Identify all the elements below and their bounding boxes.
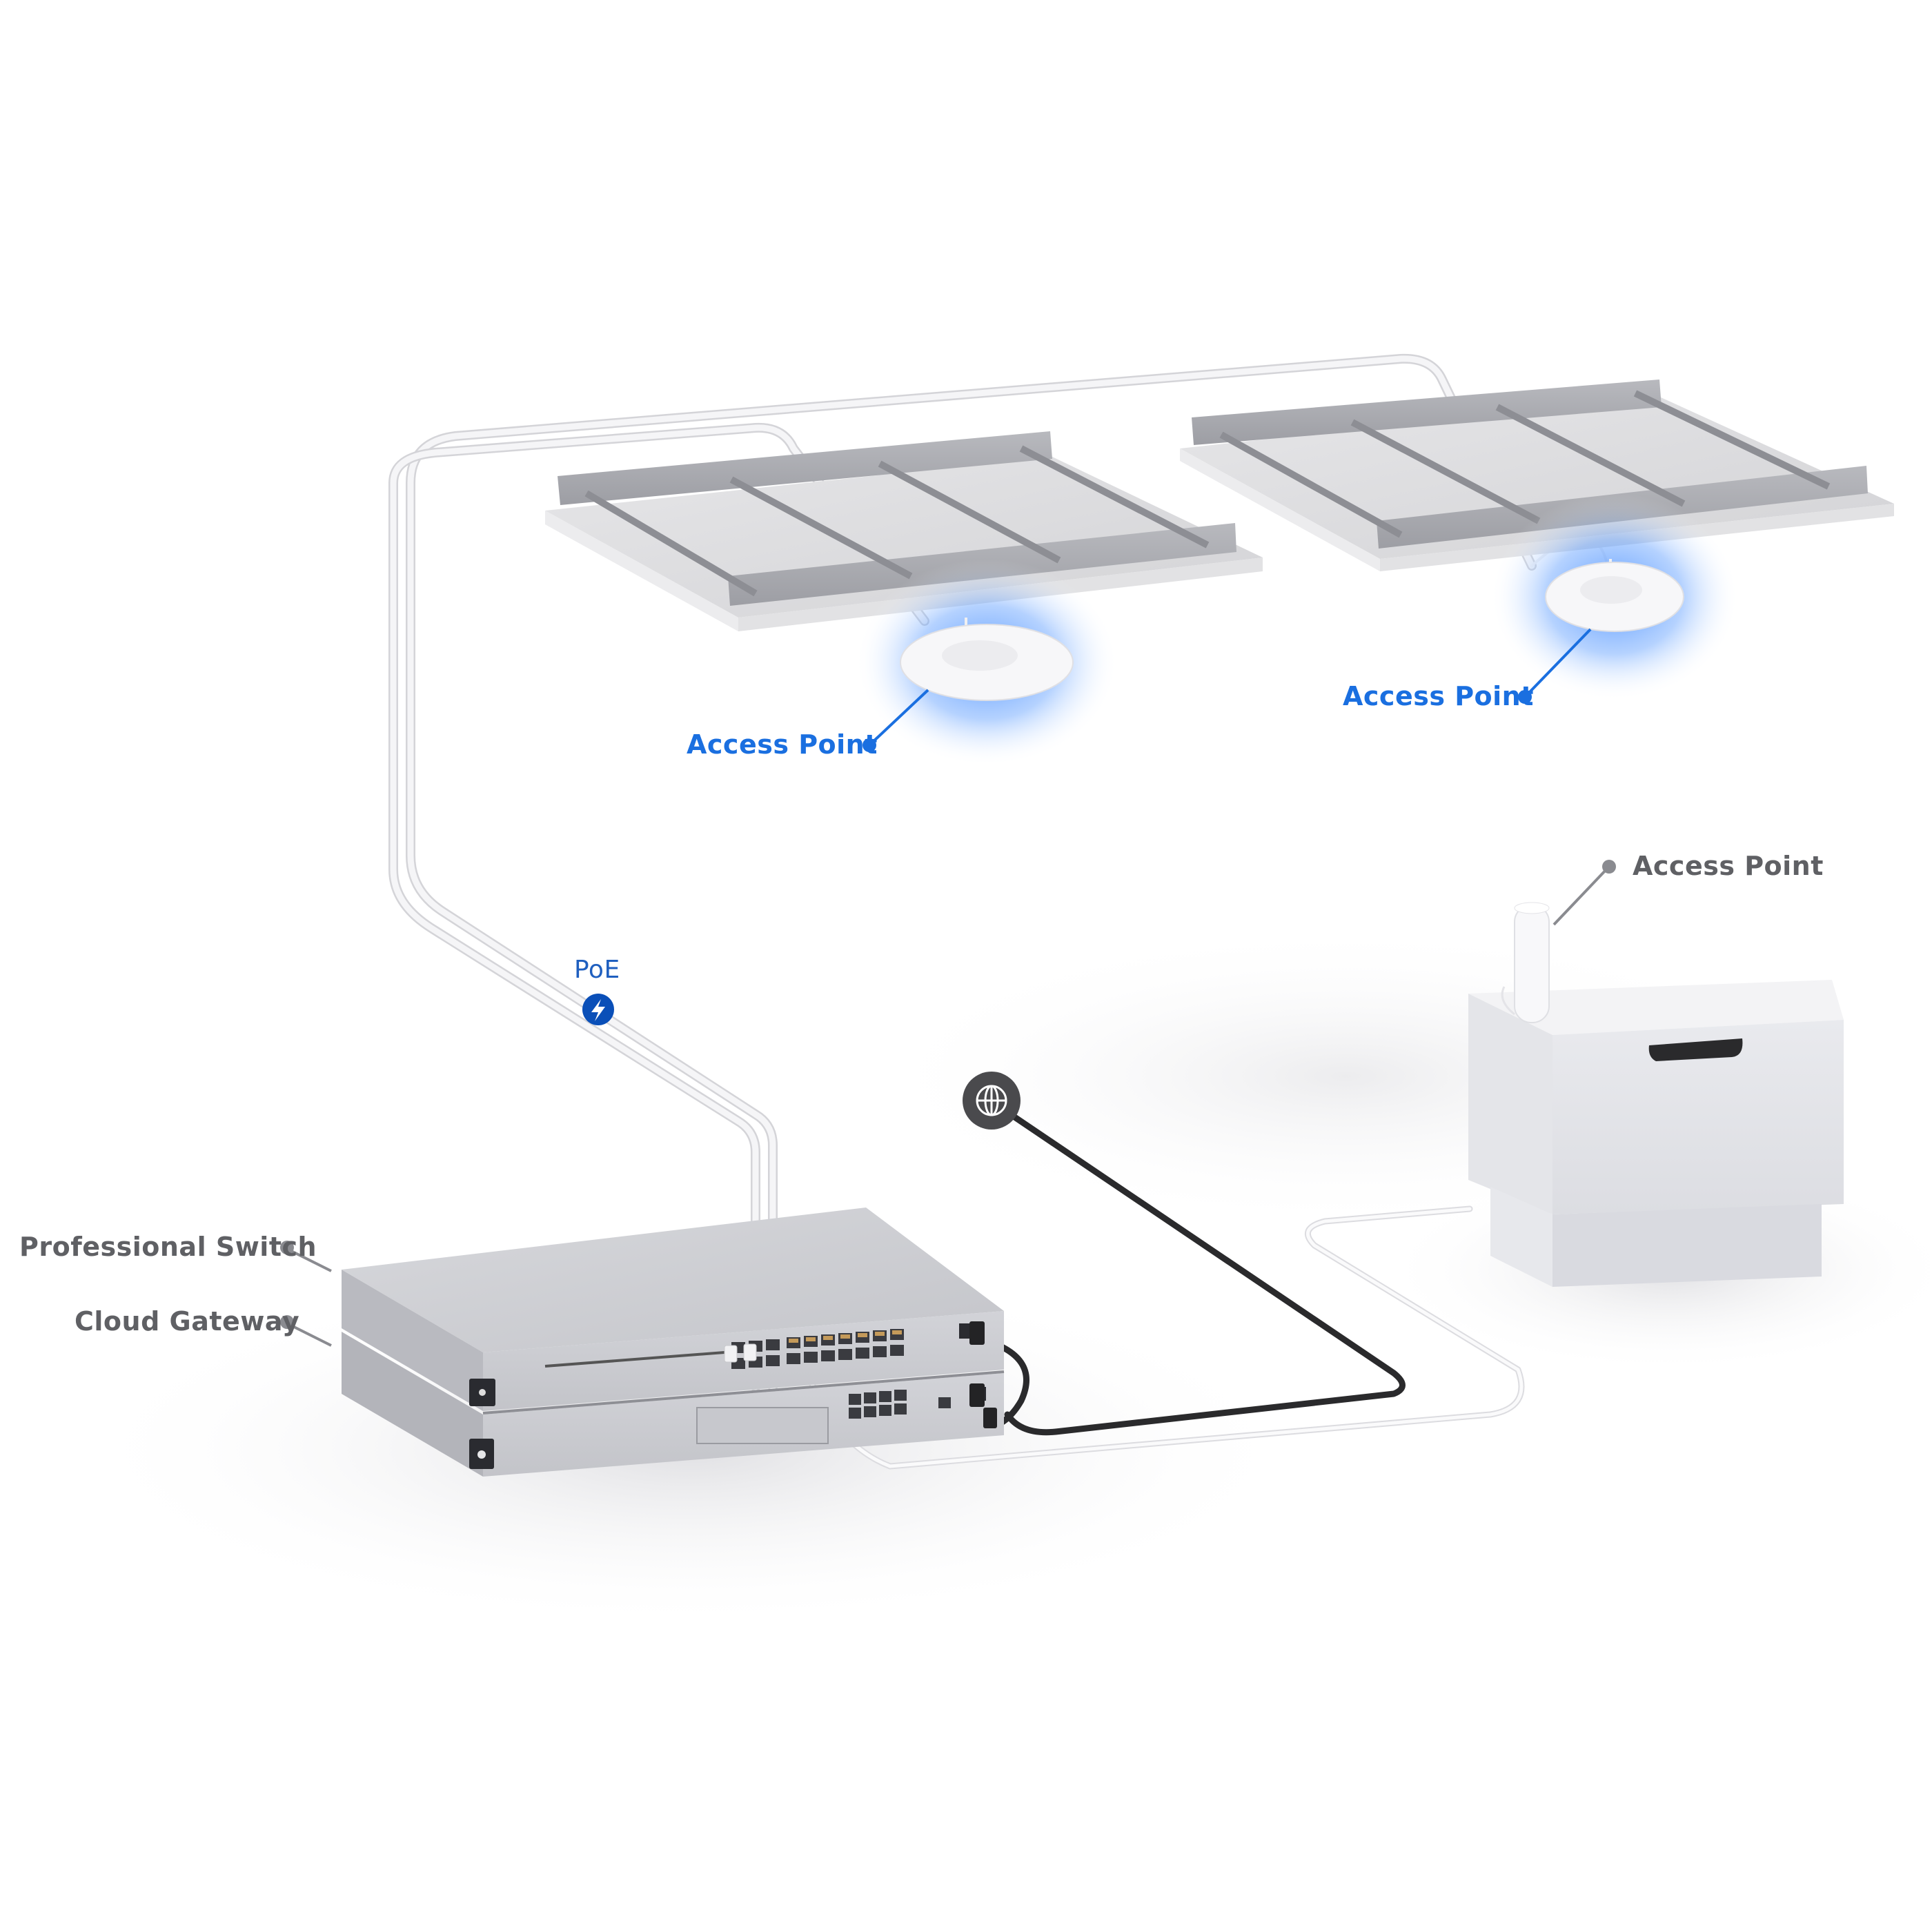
internet-badge [963, 1072, 1021, 1130]
poe-badge [582, 994, 614, 1025]
callout-left-ap [862, 689, 929, 752]
wall-access-point[interactable] [1501, 902, 1550, 1023]
professional-switch[interactable] [469, 1323, 976, 1406]
cabinet-handle [1648, 1038, 1743, 1061]
callout-switch [280, 1241, 332, 1272]
switch-patch-cables [724, 1343, 757, 1363]
poe-cable-to-left-ap [388, 422, 929, 1392]
label-wall-ap: Access Point [1633, 851, 1824, 881]
ceiling-access-point-left[interactable] [900, 624, 1074, 701]
gateway-ports [849, 1390, 951, 1419]
callout-right-ap [1518, 628, 1592, 704]
cabinet [1468, 980, 1844, 1287]
label-cloud-gateway: Cloud Gateway [75, 1306, 300, 1337]
ceiling-access-point-right[interactable] [1545, 562, 1684, 632]
callout-gateway [280, 1315, 332, 1347]
label-ceiling-ap-right: Access Point [1343, 681, 1534, 711]
globe-icon [976, 1085, 1007, 1116]
lightning-bolt-icon [591, 999, 605, 1021]
label-ceiling-ap-left: Access Point [687, 729, 878, 760]
callout-wall-ap [1552, 860, 1616, 926]
device-stack [342, 1208, 1005, 1477]
label-poe: PoE [574, 956, 620, 984]
switch-top [342, 1208, 1004, 1352]
cloud-gateway[interactable] [469, 1387, 986, 1469]
drive-bay [696, 1407, 829, 1444]
label-professional-switch: Professional Switch [19, 1232, 317, 1262]
rj45-connectors [969, 1321, 997, 1428]
port-contacts [789, 1330, 902, 1343]
